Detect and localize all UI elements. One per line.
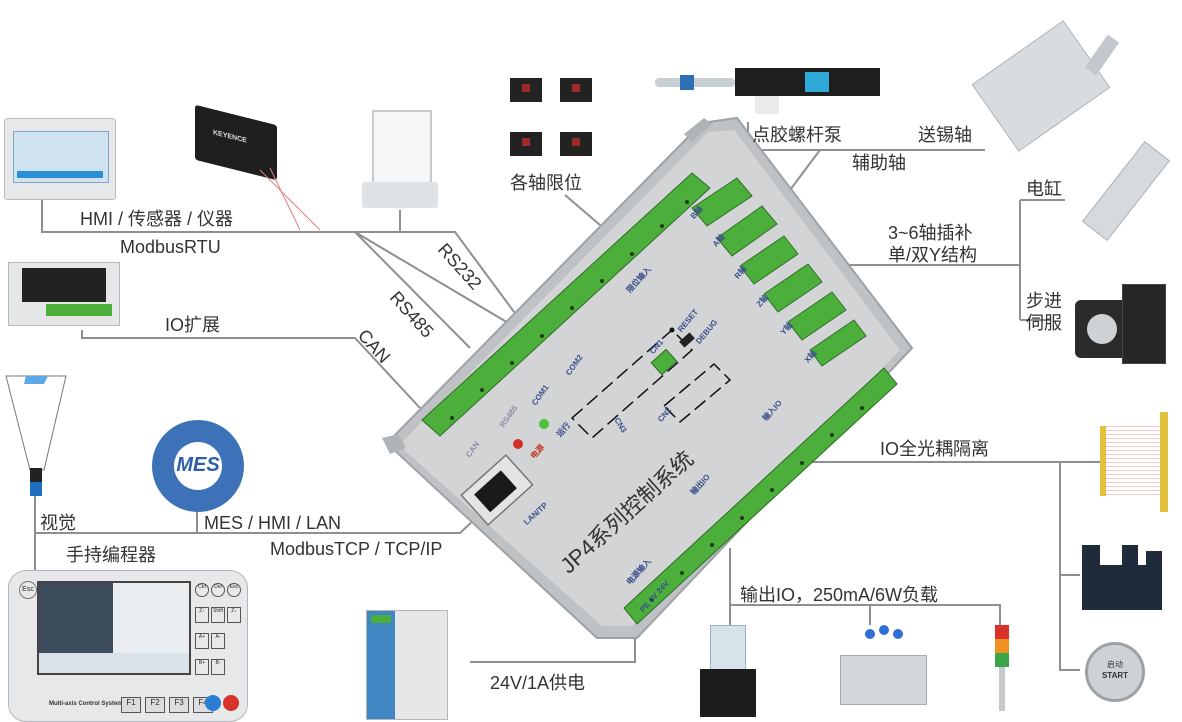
pendant-fkeys: F1 F2 F3 F4 xyxy=(121,697,213,713)
label-teach-pendant: 手持编程器 xyxy=(66,545,156,565)
light-curtain xyxy=(1100,410,1170,515)
power-supply xyxy=(366,610,448,720)
label-hmi-sensor: HMI / 传感器 / 仪器 xyxy=(80,209,233,229)
start-push-button: 启动 START xyxy=(1085,642,1145,702)
relay xyxy=(700,625,756,720)
label-io-expansion: IO扩展 xyxy=(165,315,221,335)
solenoid-valve xyxy=(835,625,930,715)
servo-drive xyxy=(1122,284,1166,364)
pendant-key[interactable]: Ctrl xyxy=(195,583,209,597)
pendant-key[interactable]: Z↓ xyxy=(227,607,241,623)
label-interp-line2: 单/双Y结构 xyxy=(888,245,978,265)
label-stepper: 步进 xyxy=(1026,291,1062,311)
laser-beam xyxy=(259,167,321,231)
f1-key[interactable]: F1 xyxy=(121,697,141,713)
slot-photo-sensor xyxy=(1082,545,1162,610)
mes-logo-text: MES xyxy=(176,454,220,476)
pendant-key[interactable]: Z↑ xyxy=(195,607,209,623)
label-interp-line1: 3~6轴插补 xyxy=(888,223,973,243)
label-modbus-rtu: ModbusRTU xyxy=(120,237,221,257)
pendant-screen xyxy=(37,581,191,675)
label-aux-axis: 辅助轴 xyxy=(852,153,906,173)
pendant-keypad: Ctrl Del Esc Z↑ Shift Z↓ A+ A- B+ B- xyxy=(195,583,243,683)
label-servo: 伺服 xyxy=(1026,313,1062,333)
label-io-isolation: IO全光耦隔离 xyxy=(880,439,990,459)
label-vision: 视觉 xyxy=(40,513,76,533)
label-output-io-load: 输出IO，250mA/6W负载 xyxy=(740,585,939,605)
glue-screw-pump xyxy=(655,68,880,118)
tower-light xyxy=(995,625,1009,715)
label-glue-pump: 点胶螺杆泵 xyxy=(752,125,842,145)
pendant-blue-button[interactable] xyxy=(205,695,221,711)
pendant-key[interactable]: Shift xyxy=(211,607,225,623)
pendant-key[interactable]: B- xyxy=(211,659,225,675)
f2-key[interactable]: F2 xyxy=(145,697,165,713)
start-button-label: START xyxy=(1101,671,1129,680)
label-solder-feed: 送锡轴 xyxy=(918,125,972,145)
hmi-panel xyxy=(4,118,116,200)
pendant-esc-button[interactable]: Esc xyxy=(19,581,37,599)
sensor-brand: KEYENCE xyxy=(213,129,247,145)
pendant-key[interactable]: A+ xyxy=(195,633,209,649)
label-limits: 各轴限位 xyxy=(510,173,582,193)
label-power-supply: 24V/1A供电 xyxy=(490,673,586,693)
f3-key[interactable]: F3 xyxy=(169,697,189,713)
label-modbus-tcp: ModbusTCP / TCP/IP xyxy=(270,539,443,559)
limit-sensors xyxy=(505,70,600,170)
pendant-key[interactable]: Del xyxy=(211,583,225,597)
label-electric-cylinder: 电缸 xyxy=(1026,179,1062,199)
teach-pendant: Esc Multi-axis Control System F1 F2 F3 F… xyxy=(8,570,248,722)
pendant-key[interactable]: A- xyxy=(211,633,225,649)
io-expansion-module xyxy=(8,262,120,326)
precision-balance xyxy=(362,110,438,210)
vision-camera xyxy=(5,375,67,496)
pendant-key[interactable]: B+ xyxy=(195,659,209,675)
controller-body xyxy=(382,116,914,639)
pendant-key[interactable]: Esc xyxy=(227,583,241,597)
label-mes-hmi-lan: MES / HMI / LAN xyxy=(204,513,342,533)
start-button-cn: 启动 xyxy=(1107,660,1123,669)
mes-logo: MES xyxy=(152,420,244,512)
pendant-caption: Multi-axis Control System xyxy=(49,701,123,707)
pendant-red-button[interactable] xyxy=(223,695,239,711)
